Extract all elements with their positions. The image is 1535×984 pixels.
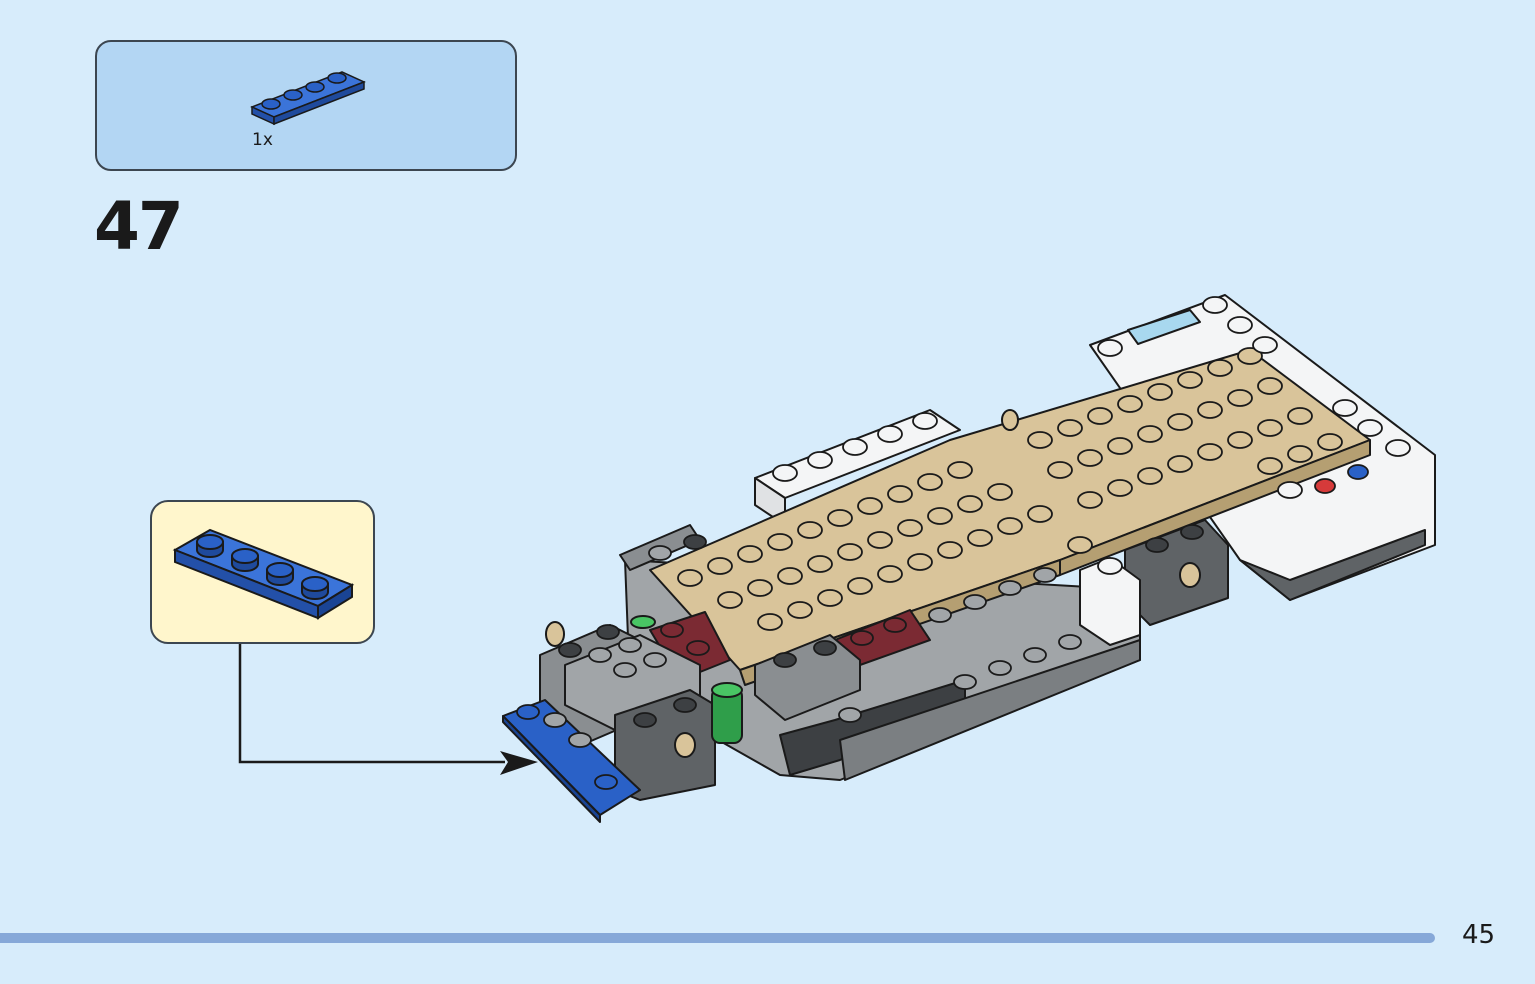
blue-plate-1x4-icon	[172, 528, 355, 620]
parts-list-box: 1x	[95, 40, 517, 171]
page-footer-bar	[0, 933, 1435, 943]
page-number: 45	[1462, 920, 1496, 950]
step-number: 47	[94, 188, 184, 265]
callout-box	[150, 500, 375, 644]
blue-plate-1x4-icon	[250, 71, 366, 126]
part-quantity: 1x	[252, 130, 273, 150]
